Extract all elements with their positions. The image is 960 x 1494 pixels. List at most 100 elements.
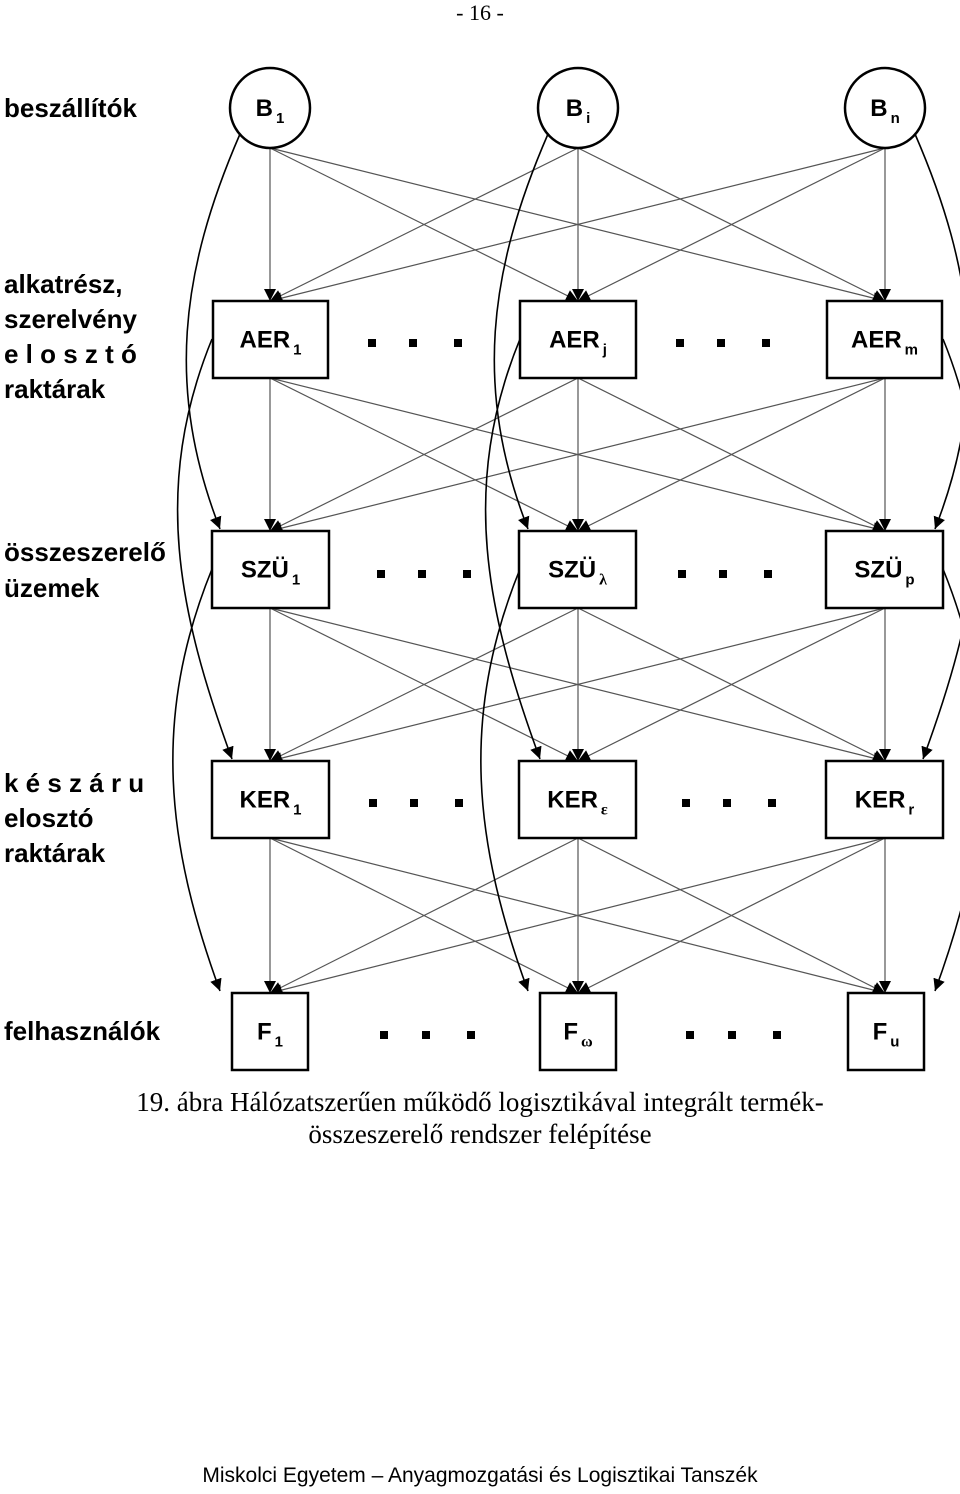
bypass-arc-2-0 (172, 568, 222, 992)
edge-2-2-to-1 (577, 607, 886, 762)
row-label-line: k é s z á r u (4, 768, 144, 798)
ellipsis-dot-2-1 (418, 570, 426, 578)
bypass-arc-0-1 (493, 133, 549, 530)
bypass-arc-2-2 (933, 568, 960, 992)
edge-2-2-to-0 (269, 607, 886, 764)
row-label-2: összeszerelő üzemek (4, 537, 166, 603)
edge-3-2-to-0 (269, 837, 886, 996)
ellipsis-dot-1-0 (368, 339, 376, 347)
ellipsis-layer (368, 339, 781, 1039)
bypass-arc-layer (172, 133, 960, 992)
caption-line-1: 19. ábra Hálózatszerűen működő logisztik… (136, 1087, 824, 1117)
row-label-line: összeszerelő (4, 537, 166, 567)
edge-layer (264, 147, 891, 996)
edge-1-2-to-1 (577, 377, 886, 532)
bypass-arc-0-2 (914, 133, 960, 530)
ellipsis-dot-4-1 (422, 1031, 430, 1039)
row-label-line: felhasználók (4, 1016, 161, 1046)
page-footer: Miskolci Egyetem – Anyagmozgatási és Log… (202, 1464, 758, 1487)
node-circle (228, 66, 312, 150)
bypass-arc-1-2 (921, 338, 960, 760)
edge-3-1-to-0 (269, 837, 579, 994)
bypass-arc-1-0 (176, 338, 234, 760)
node-box (825, 299, 944, 380)
node-box (211, 299, 330, 380)
edge-1-1-to-0 (269, 377, 579, 532)
ellipsis-dot-3-5 (768, 799, 776, 807)
node-circle (843, 66, 927, 150)
node-box (517, 529, 638, 610)
row-label-line: raktárak (4, 838, 106, 868)
node-box (210, 759, 331, 840)
edge-2-1-to-0 (269, 607, 579, 762)
node-box (846, 991, 926, 1072)
bypass-arc-2-1 (480, 568, 530, 992)
ellipsis-dot-3-4 (723, 799, 731, 807)
row-label-line: üzemek (4, 573, 100, 603)
node-box (518, 299, 638, 380)
ellipsis-dot-1-5 (762, 339, 770, 347)
caption-line-2: összeszerelő rendszer felépítése (308, 1119, 652, 1149)
row-label-0: beszállítók (4, 93, 137, 123)
row-label-line: alkatrész, (4, 269, 123, 299)
row-label-3: k é s z á r u elosztó raktárak (4, 768, 144, 868)
row-label-line: raktárak (4, 374, 106, 404)
bypass-arc-1-1 (484, 338, 542, 760)
bypass-arc-0-0 (185, 133, 241, 530)
edge-0-1-to-0 (269, 147, 579, 302)
row-label-4: felhasználók (4, 1016, 161, 1046)
ellipsis-dot-3-3 (682, 799, 690, 807)
ellipsis-dot-2-5 (764, 570, 772, 578)
edge-3-2-to-1 (577, 837, 886, 994)
node-box (517, 759, 638, 840)
row-label-line: beszállítók (4, 93, 137, 123)
ellipsis-dot-2-2 (463, 570, 471, 578)
ellipsis-dot-3-2 (455, 799, 463, 807)
edge-1-2-to-0 (269, 377, 886, 534)
node-box (824, 759, 945, 840)
node-box (538, 991, 618, 1072)
row-label-line: elosztó (4, 803, 94, 833)
ellipsis-dot-1-1 (409, 339, 417, 347)
node-box (824, 529, 945, 610)
ellipsis-dot-1-3 (676, 339, 684, 347)
row-label-line: szerelvény (4, 304, 138, 334)
edge-0-2-to-1 (577, 147, 886, 302)
ellipsis-dot-4-4 (728, 1031, 736, 1039)
ellipsis-dot-1-4 (717, 339, 725, 347)
edge-0-2-to-0 (269, 147, 886, 304)
ellipsis-dot-3-0 (369, 799, 377, 807)
figure-caption: 19. ábra Hálózatszerűen működő logisztik… (0, 1086, 960, 1150)
ellipsis-dot-3-1 (410, 799, 418, 807)
